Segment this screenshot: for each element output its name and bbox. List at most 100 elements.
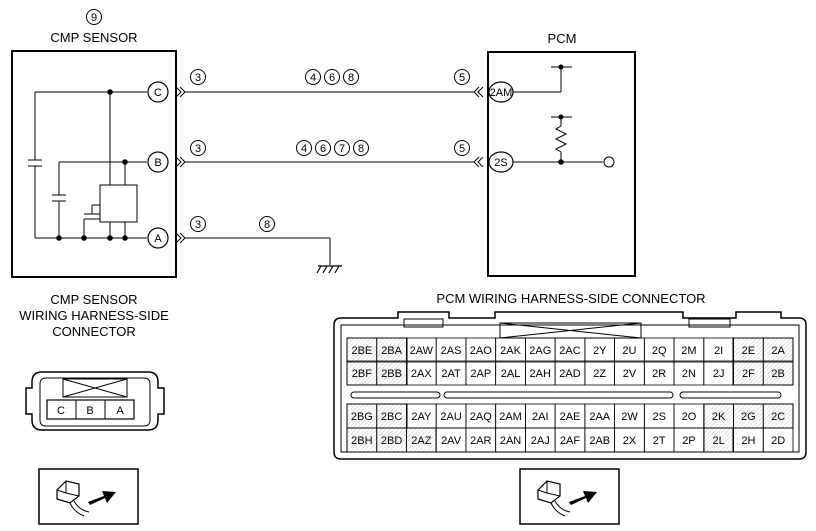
- cmp-pin-a: A: [147, 227, 169, 249]
- pcm-connector-cell-label: 2AH: [530, 368, 551, 380]
- pcm-connector-cell-label: 2W: [621, 411, 638, 423]
- pcm-connector-cell-label: 2A: [771, 345, 785, 357]
- pcm-connector-cell-label: 2AA: [589, 411, 610, 423]
- cmp-index-marker: 9: [86, 9, 102, 25]
- pcm-connector-cell-label: 2AK: [500, 345, 521, 357]
- pcm-connector-cell-label: 2AE: [560, 411, 581, 423]
- cmp-connector-title-2: WIRING HARNESS-SIDE: [19, 308, 169, 323]
- ground-icon: [316, 265, 342, 274]
- svg-text:6: 6: [320, 143, 326, 155]
- wire-c-left-number: 3: [190, 69, 206, 85]
- pcm-connector-cell-label: 2AT: [441, 368, 461, 380]
- wire-a-mid-number: 8: [259, 216, 275, 232]
- pcm-connector-cell-label: 2AV: [441, 435, 462, 447]
- svg-text:8: 8: [264, 219, 270, 231]
- pcm-connector-cell-label: 2C: [771, 411, 785, 423]
- cmp-index-number: 9: [91, 12, 97, 24]
- pcm-connector-cell-label: 2G: [741, 411, 756, 423]
- svg-text:C: C: [154, 87, 162, 99]
- pcm-connector-cell-label: 2AC: [559, 345, 580, 357]
- pcm-connector-cell-label: 2BD: [381, 435, 402, 447]
- wires: [185, 91, 474, 265]
- pcm-connector-cell-label: 2F: [742, 368, 755, 380]
- pcm-connector-cell-label: 2AR: [470, 435, 491, 447]
- pcm-connector-cell-label: 2AB: [589, 435, 610, 447]
- cmp-internal-circuit: [28, 91, 147, 239]
- pcm-connector-chevrons: [473, 86, 484, 168]
- pcm-connector-cell-label: 2AO: [470, 345, 492, 357]
- pcm-connector-cell-label: 2Y: [593, 345, 607, 357]
- pcm-connector-cell-label: 2R: [652, 368, 666, 380]
- pcm-box: [487, 51, 636, 277]
- pcm-hatched-zones: [346, 337, 794, 453]
- wire-c-mid-numbers: 4 6 8: [305, 69, 359, 85]
- pcm-connector-title: PCM WIRING HARNESS-SIDE CONNECTOR: [436, 291, 705, 306]
- svg-text:2AM: 2AM: [490, 87, 513, 99]
- wire-b-mid-numbers: 4 6 7 8: [296, 140, 369, 156]
- pcm-connector-cell-label: 2AD: [559, 368, 580, 380]
- pcm-connector-housing: [333, 311, 807, 460]
- pcm-connector-cell-label: 2AP: [470, 368, 491, 380]
- pcm-connector-cell-label: 2BC: [381, 411, 402, 423]
- pcm-connector-cell-label: 2AX: [411, 368, 432, 380]
- cmp-connector-cell-c: C: [57, 405, 65, 417]
- pcm-connector-cell-label: 2D: [771, 435, 785, 447]
- wire-b-left-number: 3: [190, 140, 206, 156]
- wire-c-right-number: 5: [454, 69, 470, 85]
- pcm-connector-cell-label: 2J: [713, 368, 725, 380]
- pcm-connector-cell-label: 2K: [712, 411, 726, 423]
- pcm-connector-cell-label: 2BH: [351, 435, 372, 447]
- pcm-connector-cell-label: 2AY: [411, 411, 432, 423]
- pcm-connector-cell-label: 2S: [652, 411, 665, 423]
- connector-view-icon: [519, 468, 620, 525]
- svg-text:5: 5: [459, 143, 465, 155]
- svg-text:8: 8: [348, 72, 354, 84]
- pcm-connector-cell-label: 2AU: [440, 411, 461, 423]
- pcm-connector-cell-label: 2Q: [652, 345, 667, 357]
- pcm-junction-dots: [558, 64, 564, 165]
- pcm-connector-cell-label: 2B: [771, 368, 784, 380]
- pcm-connector-cell-label: 2X: [623, 435, 637, 447]
- cmp-sensor-box: [11, 50, 177, 278]
- pcm-connector-cell-label: 2AF: [560, 435, 580, 447]
- connector-view-icon: [38, 468, 139, 525]
- cmp-connector-cell-a: A: [116, 405, 124, 417]
- pcm-connector-cell-label: 2AQ: [470, 411, 492, 423]
- cmp-connector-chevrons: [175, 86, 186, 244]
- pcm-connector-cell-label: 2N: [682, 368, 696, 380]
- pcm-connector-cell-label: 2AM: [499, 411, 522, 423]
- cmp-sensor-title: CMP SENSOR: [50, 30, 137, 45]
- pcm-connector-cell-label: 2U: [622, 345, 636, 357]
- svg-text:5: 5: [459, 72, 465, 84]
- pcm-connector-cell-label: 2I: [714, 345, 723, 357]
- svg-text:4: 4: [301, 143, 307, 155]
- pcm-connector-cell-label: 2AW: [410, 345, 434, 357]
- pcm-connector-cell-label: 2AI: [532, 411, 549, 423]
- wire-a-left-number: 3: [190, 216, 206, 232]
- pcm-connector-cell-label: 2AZ: [411, 435, 431, 447]
- wire-b-right-number: 5: [454, 140, 470, 156]
- junction-dots: [56, 89, 128, 241]
- svg-text:A: A: [154, 233, 162, 245]
- cmp-pin-c: C: [147, 81, 169, 103]
- pcm-connector-cell-label: 2H: [741, 435, 755, 447]
- pcm-connector-cell-label: 2AG: [529, 345, 551, 357]
- svg-text:7: 7: [339, 143, 345, 155]
- svg-text:3: 3: [195, 143, 201, 155]
- pcm-connector-cell-label: 2BB: [381, 368, 402, 380]
- cmp-pin-b: B: [147, 151, 169, 173]
- pcm-connector-cell-label: 2BE: [351, 345, 372, 357]
- pcm-connector-cell-label: 2BA: [381, 345, 402, 357]
- svg-text:2S: 2S: [494, 157, 507, 169]
- pcm-connector-cell-label: 2P: [682, 435, 695, 447]
- svg-text:8: 8: [358, 143, 364, 155]
- svg-text:6: 6: [329, 72, 335, 84]
- pcm-pin-2s: 2S: [488, 151, 514, 173]
- cmp-connector-title-1: CMP SENSOR: [50, 292, 137, 307]
- svg-text:4: 4: [310, 72, 316, 84]
- pcm-connector-cell-label: 2AJ: [531, 435, 550, 447]
- cmp-connector-title-3: CONNECTOR: [52, 324, 136, 339]
- svg-text:B: B: [154, 157, 161, 169]
- pcm-connector-cell-label: 2T: [653, 435, 666, 447]
- pcm-connector-cell-label: 2BG: [351, 411, 373, 423]
